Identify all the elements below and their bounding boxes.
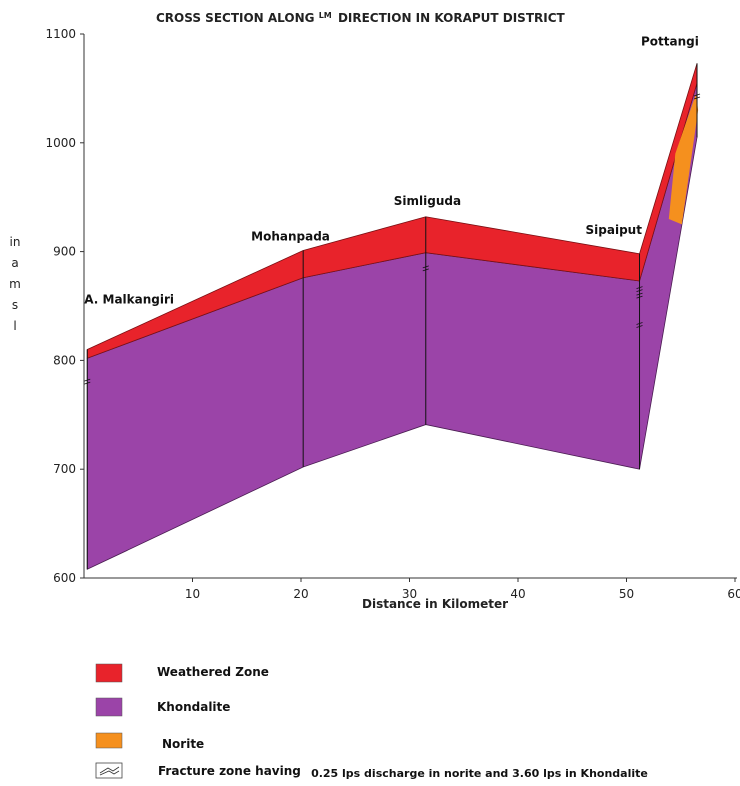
x-tick-label: 20 [293, 587, 308, 601]
fracture-icon [99, 766, 120, 776]
chart-title: CROSS SECTION ALONG LM DIRECTION IN KORA… [156, 7, 566, 25]
title-superscript: LM [319, 11, 332, 20]
location-label: Sipaiput [586, 223, 643, 237]
y-tick-label: 900 [53, 245, 76, 259]
fracture-mark [636, 286, 643, 292]
y-axis-label-char: a [11, 256, 18, 270]
fracture-mark [693, 93, 701, 100]
y-tick-label: 1000 [45, 136, 76, 150]
legend-swatch-fracture-zone [95, 762, 123, 779]
location-label: A. Malkangiri [84, 293, 174, 307]
legend-swatch-khondalite [95, 697, 123, 717]
legend-swatch-weathered-zone [95, 663, 123, 683]
x-ticks: 10 20 30 40 50 60 [185, 578, 740, 601]
legend-label-weathered-zone: Weathered Zone [157, 665, 269, 679]
title-main: CROSS SECTION ALONG [156, 11, 315, 25]
fracture-mark [636, 322, 643, 328]
y-tick-label: 800 [53, 353, 76, 367]
title-rest: DIRECTION IN KORAPUT DISTRICT [338, 11, 566, 25]
location-label: Mohanpada [251, 230, 330, 244]
x-axis-label: Distance in Kilometer [362, 597, 508, 611]
y-tick-label: 600 [53, 571, 76, 585]
y-tick-label: 700 [53, 462, 76, 476]
y-axis-label-char: l [13, 319, 16, 333]
norite-layer [668, 93, 699, 225]
legend-swatch-norite [95, 732, 123, 749]
x-tick-label: 40 [510, 587, 525, 601]
location-label: Pottangi [641, 34, 699, 48]
legend-label-khondalite: Khondalite [157, 700, 230, 714]
y-axis-label-char: m [9, 277, 21, 291]
x-tick-label: 10 [185, 587, 200, 601]
fracture-note: 0.25 lps discharge in norite and 3.60 lp… [311, 767, 648, 780]
legend-label-norite: Norite [162, 737, 204, 751]
fracture-mark [84, 378, 91, 385]
khondalite-layer [86, 82, 698, 570]
y-tick-label: 1100 [45, 27, 76, 41]
legend-label-fracture-zone: Fracture zone having 0.25 lps discharge … [158, 764, 648, 780]
y-axis-label-char: in [10, 235, 21, 249]
location-label: Simliguda [394, 194, 461, 208]
fracture-mark [636, 292, 643, 299]
x-tick-label: 30 [402, 587, 417, 601]
x-tick-label: 50 [619, 587, 634, 601]
y-ticks: 600 700 800 900 1000 1100 [45, 27, 84, 585]
y-axis-label-char: s [12, 298, 18, 312]
fracture-label: Fracture zone having [158, 764, 301, 778]
geology-layers [84, 63, 701, 570]
legend: Weathered Zone Khondalite Norite Fractur… [95, 663, 648, 780]
fracture-mark [422, 265, 429, 272]
x-tick-label: 60 [727, 587, 740, 601]
